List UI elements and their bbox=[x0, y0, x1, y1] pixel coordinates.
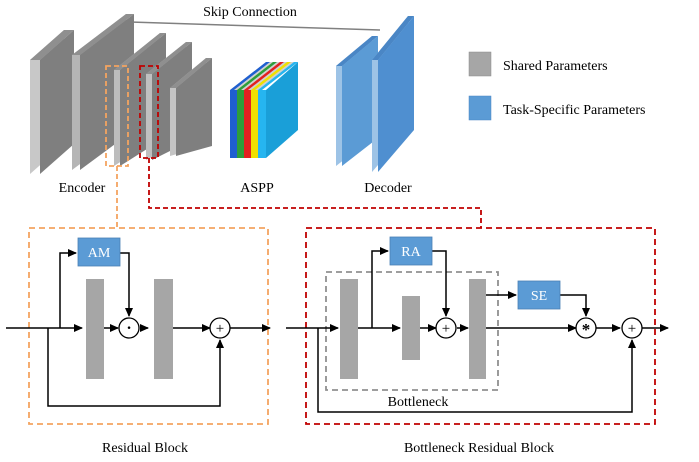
bottleneck-add-symbol: + bbox=[442, 321, 450, 337]
ra-label: RA bbox=[401, 245, 421, 260]
decoder-layer-1 bbox=[336, 36, 378, 166]
final-add-operator bbox=[621, 317, 643, 339]
residual-add-operator bbox=[209, 317, 231, 339]
bottleneck-residual-block-caption: Bottleneck Residual Block bbox=[404, 441, 554, 456]
encoder-layer-1 bbox=[30, 30, 74, 174]
aspp-block bbox=[230, 62, 298, 158]
bottleneck-add-operator bbox=[435, 317, 457, 339]
ra-module bbox=[389, 236, 433, 266]
legend-label-task-specific: Task-Specific Parameters bbox=[503, 103, 645, 118]
encoder bbox=[30, 14, 212, 174]
multiply-operator bbox=[118, 317, 140, 339]
aspp-label: ASPP bbox=[240, 181, 274, 196]
skip-connection-line bbox=[129, 21, 381, 31]
residual-block-frame bbox=[28, 227, 269, 425]
scale-operator bbox=[575, 317, 597, 339]
bottleneck-residual-block-frame bbox=[305, 227, 656, 425]
decoder-label: Decoder bbox=[364, 181, 412, 196]
decoder bbox=[336, 16, 414, 172]
legend-swatch-task-specific bbox=[468, 95, 492, 121]
encoder-layer-5 bbox=[170, 58, 212, 156]
residual-conv-2 bbox=[154, 279, 173, 379]
bottleneck-connector bbox=[148, 158, 482, 228]
se-module bbox=[517, 280, 561, 310]
legend: Shared Parameters Task-Specific Paramete… bbox=[468, 51, 645, 121]
bottleneck-caption: Bottleneck bbox=[388, 395, 449, 410]
multiply-symbol: · bbox=[126, 320, 131, 337]
am-label: AM bbox=[88, 246, 111, 261]
residual-block-caption: Residual Block bbox=[102, 441, 188, 456]
skip-connection-label: Skip Connection bbox=[203, 5, 297, 20]
legend-label-shared: Shared Parameters bbox=[503, 59, 608, 74]
bottleneck-conv-3 bbox=[469, 279, 486, 379]
am-module bbox=[77, 237, 121, 267]
bottleneck-conv-1 bbox=[340, 279, 358, 379]
final-add-symbol: + bbox=[628, 321, 636, 337]
scale-symbol: * bbox=[582, 320, 591, 339]
bottleneck-frame bbox=[325, 271, 499, 391]
bottleneck-block-highlight bbox=[139, 65, 159, 159]
legend-swatch-shared bbox=[468, 51, 492, 77]
se-label: SE bbox=[531, 289, 547, 304]
encoder-label: Encoder bbox=[59, 181, 106, 196]
residual-conv-1 bbox=[86, 279, 104, 379]
residual-add-symbol: + bbox=[216, 321, 224, 337]
decoder-layer-2 bbox=[372, 16, 414, 172]
bottleneck-conv-2 bbox=[402, 296, 420, 360]
